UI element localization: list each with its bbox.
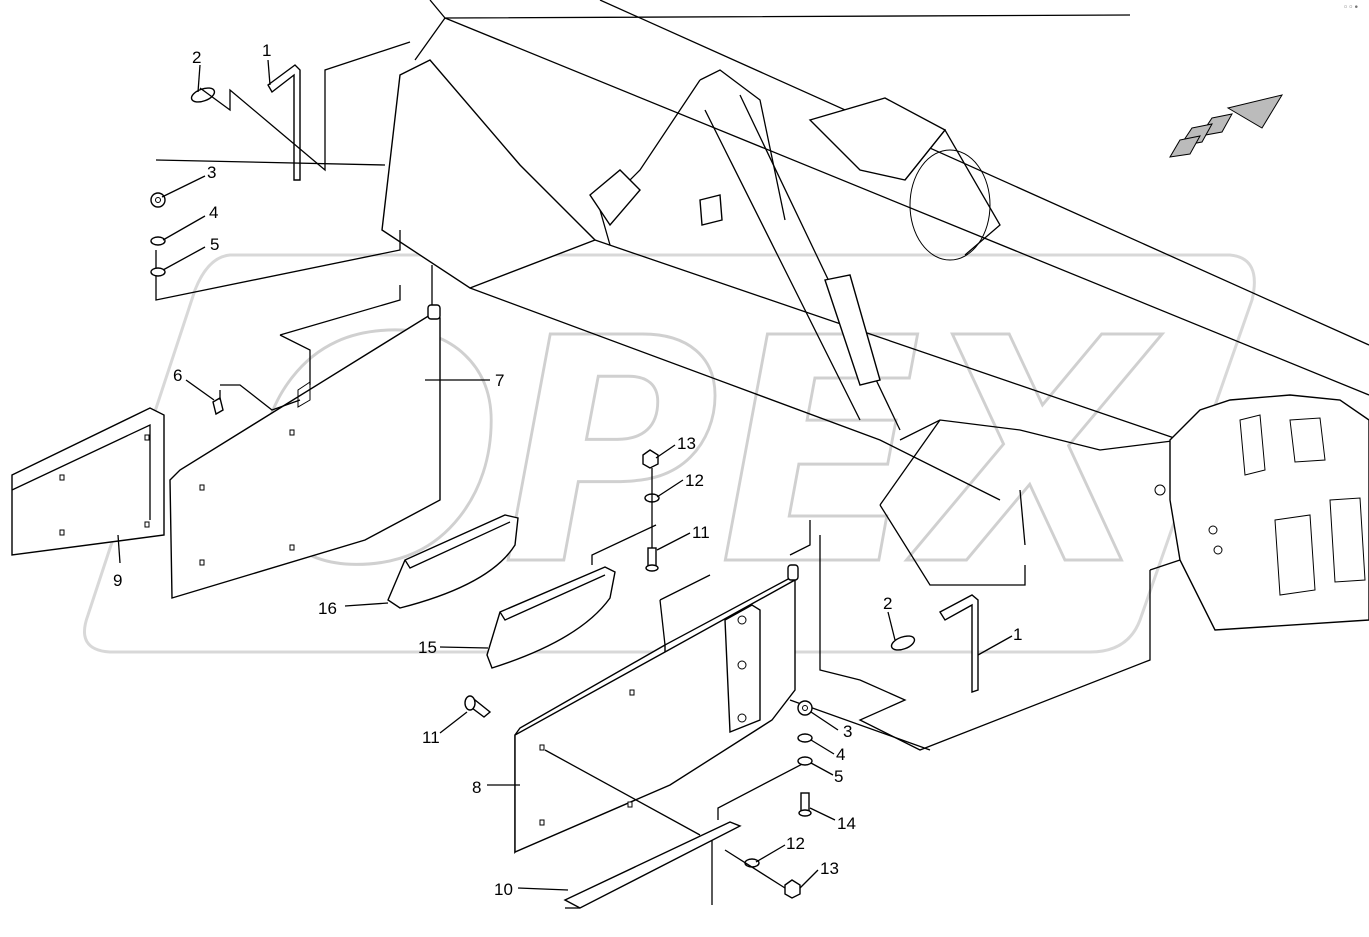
- part-15-guard: [486, 524, 657, 669]
- part-1-pin-upper: [267, 64, 301, 181]
- callout-13-upper: 13: [677, 434, 696, 453]
- callout-5-upper: 5: [210, 235, 219, 254]
- part-3-eye-bolt-lower: [797, 700, 813, 716]
- part-10-bar: [563, 821, 742, 909]
- callout-1-upper: 1: [262, 41, 271, 60]
- machine-frame: [381, 0, 1369, 631]
- callout-11-lower: 11: [422, 728, 440, 747]
- leader-lines: [117, 59, 1013, 891]
- part-2-clip-upper: [190, 87, 216, 103]
- part-5-washer-lower: [797, 756, 813, 766]
- part-16-guard: [387, 514, 519, 609]
- part-14-bolt: [798, 792, 812, 817]
- part-8-side-plate-lower: [514, 564, 811, 855]
- callout-10: 10: [494, 880, 513, 899]
- callout-8: 8: [472, 778, 481, 797]
- part-4-washer-lower: [797, 733, 813, 743]
- callout-15: 15: [418, 638, 437, 657]
- callout-13-lower: 13: [820, 859, 839, 878]
- callout-labels: 1 2 3 4 5 6 7 9 13 12 11 16 15 2 1 11 3 …: [113, 41, 1022, 899]
- part-7-side-plate: [169, 265, 441, 599]
- part-11-bolt-lower: [464, 695, 492, 718]
- part-9-beam: [11, 407, 165, 556]
- part-13-nut-lower: [784, 879, 801, 899]
- callout-11-upper: 11: [692, 523, 710, 542]
- direction-arrow-icon: [1169, 94, 1284, 158]
- corner-mark: ◦◦•: [1343, 3, 1359, 13]
- callout-16: 16: [318, 599, 337, 618]
- part-2-clip-lower: [890, 635, 916, 651]
- callout-12-upper: 12: [685, 471, 704, 490]
- callout-2-upper: 2: [192, 48, 201, 67]
- callout-5-lower: 5: [834, 767, 843, 786]
- callout-6: 6: [173, 366, 182, 385]
- part-13-nut-upper: [642, 449, 659, 469]
- callout-4-lower: 4: [836, 745, 845, 764]
- part-3-eye-bolt-upper: [150, 192, 166, 208]
- callout-3-lower: 3: [843, 722, 852, 741]
- part-12-washer-lower: [744, 858, 760, 868]
- part-6-screw: [212, 390, 224, 416]
- callout-4-upper: 4: [209, 203, 218, 222]
- part-1-pin-lower: [939, 594, 979, 693]
- part-11-bolt-mid: [645, 547, 659, 572]
- part-5-washer-upper: [150, 267, 166, 277]
- callout-9: 9: [113, 571, 122, 590]
- callout-12-lower: 12: [786, 834, 805, 853]
- callout-2-lower: 2: [883, 594, 892, 613]
- callout-3-upper: 3: [207, 163, 216, 182]
- callout-7: 7: [495, 371, 504, 390]
- part-4-washer-upper: [150, 236, 166, 246]
- callout-1-lower: 1: [1013, 625, 1022, 644]
- callout-14: 14: [837, 814, 856, 833]
